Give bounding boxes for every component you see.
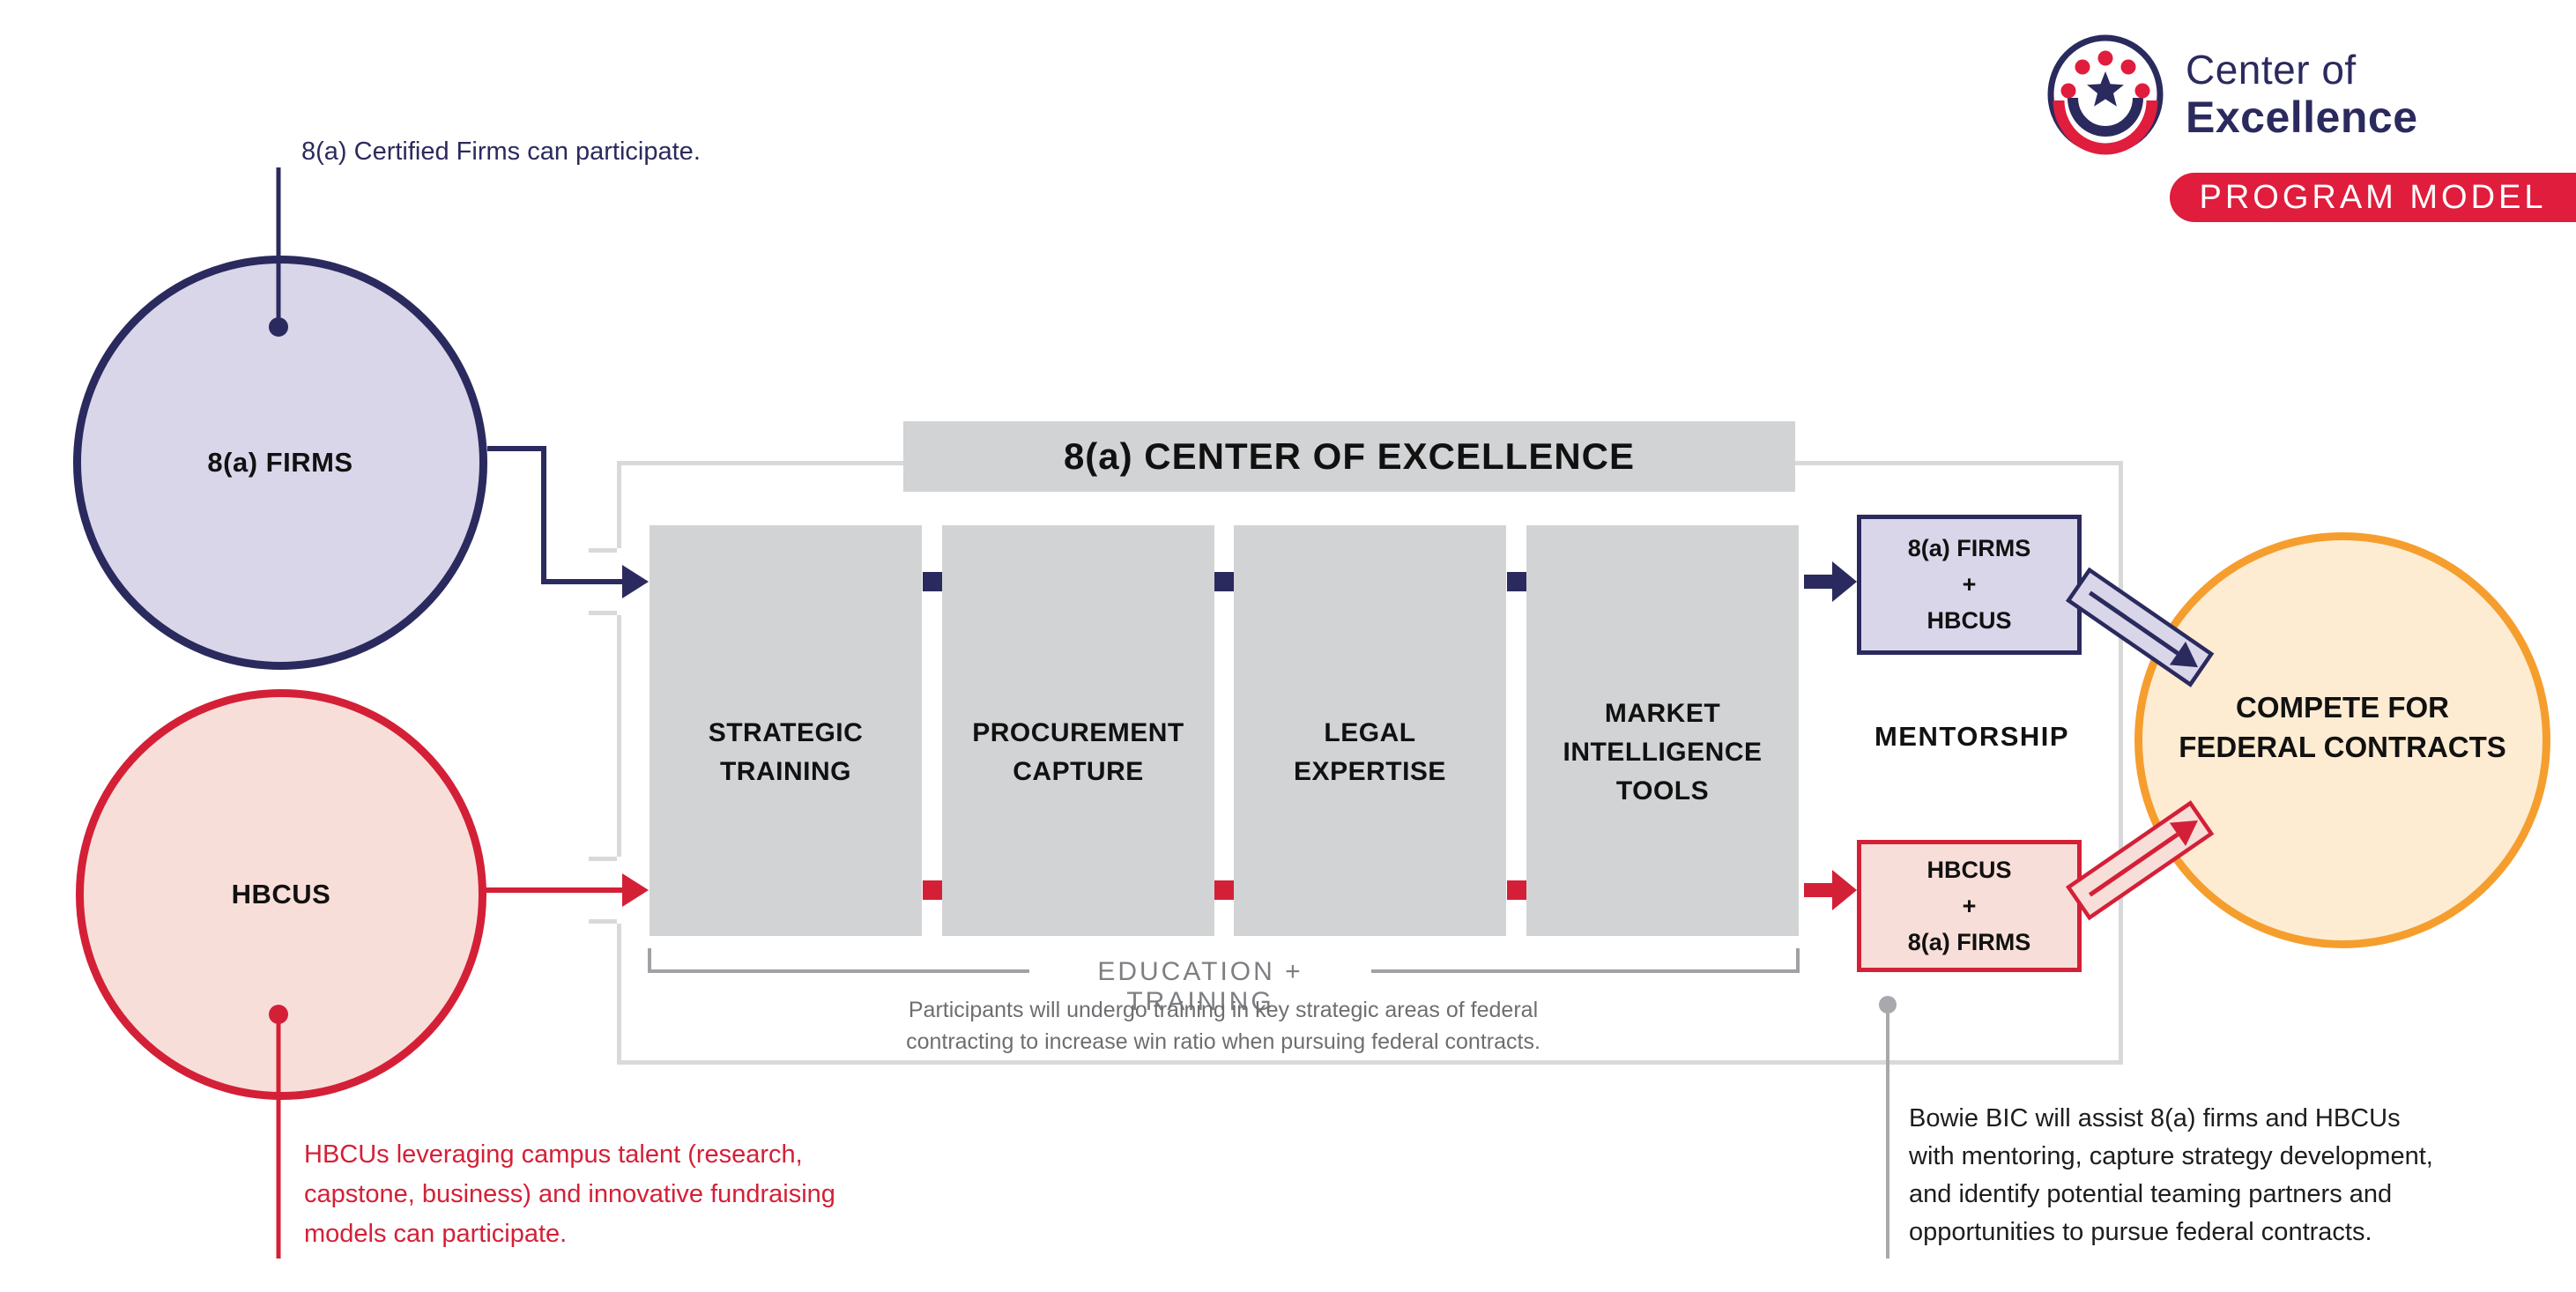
red-connector-square bbox=[1507, 880, 1526, 900]
frame-stub bbox=[589, 611, 617, 615]
frame-gap-firms bbox=[612, 548, 626, 615]
education-training-description: Participants will undergo training in ke… bbox=[906, 998, 1540, 1054]
bowie-bic-note: Bowie BIC will assist 8(a) firms and HBC… bbox=[1909, 1104, 2433, 1246]
pillar-procurement-capture: PROCUREMENT CAPTURE bbox=[942, 525, 1214, 936]
hbcus-circle-label: HBCUS bbox=[231, 879, 331, 910]
pillar-legal-expertise: LEGAL EXPERTISE bbox=[1234, 525, 1506, 936]
red-connector-square bbox=[923, 880, 942, 900]
center-of-excellence-badge-icon bbox=[2047, 34, 2164, 155]
frame-stub bbox=[589, 548, 617, 553]
frame-stub bbox=[589, 857, 617, 861]
frame-gap-hbcus bbox=[612, 857, 626, 924]
program-model-banner: PROGRAM MODEL bbox=[2170, 173, 2576, 222]
pillar-market-intelligence-tools: MARKET INTELLIGENCE TOOLS bbox=[1526, 525, 1799, 936]
logo-title-line2: Excellence bbox=[2186, 93, 2418, 142]
compete-circle: COMPETE FOR FEDERAL CONTRACTS bbox=[2134, 532, 2550, 948]
hbcus-circle: HBCUS bbox=[76, 689, 486, 1100]
logo-title-line1: Center of bbox=[2186, 47, 2357, 93]
navy-connector-square bbox=[1214, 572, 1234, 591]
pillar-strategic-training: STRATEGIC TRAINING bbox=[650, 525, 922, 936]
navy-connector-square bbox=[923, 572, 942, 591]
program-header: 8(a) CENTER OF EXCELLENCE bbox=[903, 421, 1795, 492]
firms-circle: 8(a) FIRMS bbox=[73, 256, 487, 670]
pair-box-hbcus-firms: HBCUS + 8(a) FIRMS bbox=[1857, 840, 2082, 972]
pair-box-firms-hbcus: 8(a) FIRMS + HBCUS bbox=[1857, 515, 2082, 655]
red-connector-square bbox=[1214, 880, 1234, 900]
mentorship-label: MENTORSHIP bbox=[1874, 721, 2070, 752]
education-training-label: EDUCATION + TRAINING bbox=[1097, 957, 1303, 1016]
frame-stub bbox=[589, 919, 617, 924]
navy-connector-square bbox=[1507, 572, 1526, 591]
hbcus-note: HBCUs leveraging campus talent (research… bbox=[304, 1140, 835, 1248]
firms-circle-label: 8(a) FIRMS bbox=[207, 447, 353, 478]
firms-note: 8(a) Certified Firms can participate. bbox=[301, 137, 701, 166]
